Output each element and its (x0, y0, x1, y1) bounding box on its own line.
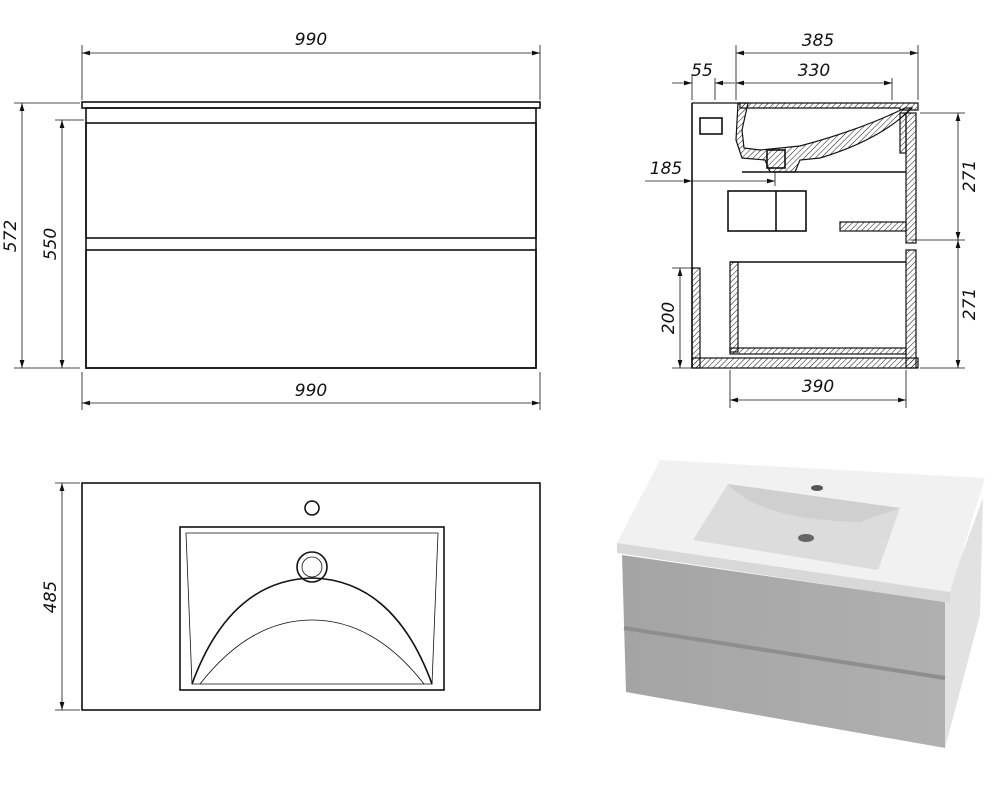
dim-height-total: 572 (1, 220, 21, 252)
back-panel-upper (905, 112, 917, 244)
countertop-outline (81, 482, 541, 711)
drawer-upper (85, 122, 537, 239)
countertop-edge (81, 101, 541, 109)
dim-width-top: 990 (295, 30, 327, 50)
dim-depth-total: 385 (802, 31, 834, 51)
dim-drawer-upper: 271 (960, 160, 980, 192)
dim-offset-back: 55 (691, 61, 713, 81)
dim-drawer-lower: 271 (960, 288, 980, 320)
dim-top-depth: 485 (41, 581, 61, 613)
product-render (617, 460, 985, 748)
dim-basin-depth: 330 (798, 61, 830, 81)
dim-height-cabinet: 550 (41, 228, 61, 260)
leg-section (691, 267, 701, 369)
dim-drain-offset: 185 (650, 159, 682, 179)
siphon-box (727, 190, 807, 232)
tap-hole (304, 500, 320, 516)
basin-outline (179, 526, 445, 691)
drain-section (766, 149, 786, 169)
basin-section (735, 102, 914, 173)
top-view: 485 (41, 482, 541, 711)
front-view: 990 990 572 550 (1, 30, 541, 410)
side-view: 385 330 55 185 271 271 200 390 (645, 31, 980, 408)
bottom-panel-section (691, 357, 919, 369)
drain-hole (296, 551, 328, 583)
dim-width-bottom: 990 (295, 381, 327, 401)
back-panel-lower (905, 249, 917, 369)
drawer-lower (85, 249, 537, 369)
top-slab-section (692, 102, 919, 111)
dim-leg-height: 200 (659, 302, 679, 334)
fixing-bracket (699, 117, 723, 135)
dim-cabinet-depth: 390 (802, 377, 834, 397)
